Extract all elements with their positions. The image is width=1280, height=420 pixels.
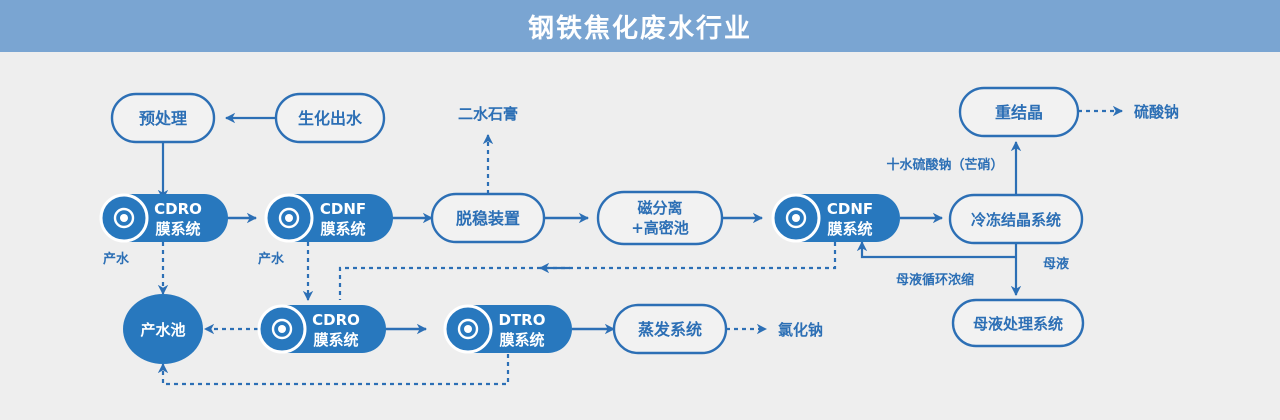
diagram-canvas: 产水 产水 十水硫酸钠（芒硝） 母液 母液循环浓缩 二水石膏 硫酸钠 氯化钠 预…: [0, 52, 1280, 420]
edges-layer: [157, 105, 1124, 386]
node-cdro-2-label-line2: 膜系统: [313, 331, 358, 349]
edge-dtro-recycle-to-pool: [157, 354, 510, 386]
node-freeze-crystallization-label: 冷冻结晶系统: [971, 211, 1061, 229]
membrane-icon: [99, 193, 149, 243]
node-cdnf-1-label-line1: CDNF: [320, 200, 366, 218]
output-label-sodium-chloride: 氯化钠: [778, 321, 823, 339]
node-cdro-1-label-line2: 膜系统: [155, 220, 200, 238]
edge-label-mother-liquor: 母液: [1043, 256, 1069, 272]
node-cdnf-membrane-2[interactable]: CDNF 膜系统: [771, 193, 900, 243]
node-destabilizer[interactable]: 脱稳装置: [430, 192, 546, 244]
node-cdro-2-label-line1: CDRO: [312, 311, 360, 329]
node-evaporation-system[interactable]: 蒸发系统: [612, 303, 728, 355]
membrane-icon: [264, 193, 314, 243]
membrane-icon: [443, 304, 493, 354]
node-bio-effluent-label: 生化出水: [298, 109, 363, 128]
node-magnetic-separation[interactable]: 磁分离 +高密池: [596, 190, 724, 246]
output-labels-layer: 二水石膏 硫酸钠 氯化钠: [458, 103, 1179, 339]
edge-cdnf2-recycle-to-cdro2: [338, 242, 837, 300]
node-mother-liquor-system[interactable]: 母液处理系统: [951, 298, 1085, 348]
node-recrystallization-label: 重结晶: [995, 103, 1043, 122]
membrane-icon: [257, 304, 307, 354]
output-label-gypsum: 二水石膏: [458, 105, 518, 123]
node-cdro-membrane-2[interactable]: CDRO 膜系统: [257, 304, 386, 354]
node-dtro-label-line2: 膜系统: [499, 331, 544, 349]
node-dtro-label-line1: DTRO: [499, 311, 546, 329]
edge-label-product-water-2: 产水: [258, 251, 285, 267]
output-label-sodium-sulfate: 硫酸钠: [1134, 103, 1179, 121]
page-title: 钢铁焦化废水行业: [527, 13, 752, 44]
node-dtro-membrane[interactable]: DTRO 膜系统: [443, 304, 572, 354]
node-bio-effluent[interactable]: 生化出水: [274, 92, 386, 144]
edge-label-product-water-1: 产水: [103, 251, 130, 267]
edge-mother-liquor-recycle: [856, 240, 1016, 259]
node-magsep-label-line2: +高密池: [631, 219, 689, 237]
page-header: 钢铁焦化废水行业: [0, 0, 1280, 52]
edge-label-mirabilite: 十水硫酸钠（芒硝）: [886, 157, 1003, 173]
node-recrystallization[interactable]: 重结晶: [958, 86, 1080, 138]
node-cdro-1-label-line1: CDRO: [154, 200, 202, 218]
membrane-icon: [771, 193, 821, 243]
node-evaporation-system-label: 蒸发系统: [638, 320, 702, 339]
node-magsep-label-line1: 磁分离: [637, 199, 682, 217]
edge-label-mother-liquor-recycle: 母液循环浓缩: [896, 272, 974, 288]
node-product-water-pool-label: 产水池: [140, 321, 185, 339]
node-cdnf-2-label-line1: CDNF: [827, 200, 873, 218]
node-destabilizer-label: 脱稳装置: [456, 209, 520, 228]
node-mother-liquor-system-label: 母液处理系统: [973, 315, 1063, 333]
node-cdnf-1-label-line2: 膜系统: [320, 220, 365, 238]
node-freeze-crystallization[interactable]: 冷冻结晶系统: [948, 193, 1084, 245]
node-cdro-membrane-1[interactable]: CDRO 膜系统: [99, 193, 228, 243]
node-cdnf-membrane-1[interactable]: CDNF 膜系统: [264, 193, 393, 243]
edge-labels-layer: 产水 产水 十水硫酸钠（芒硝） 母液 母液循环浓缩: [103, 157, 1069, 288]
node-pretreatment-label: 预处理: [139, 109, 187, 128]
node-cdnf-2-label-line2: 膜系统: [827, 220, 872, 238]
node-product-water-pool[interactable]: 产水池: [123, 294, 203, 364]
node-pretreatment[interactable]: 预处理: [110, 92, 216, 144]
